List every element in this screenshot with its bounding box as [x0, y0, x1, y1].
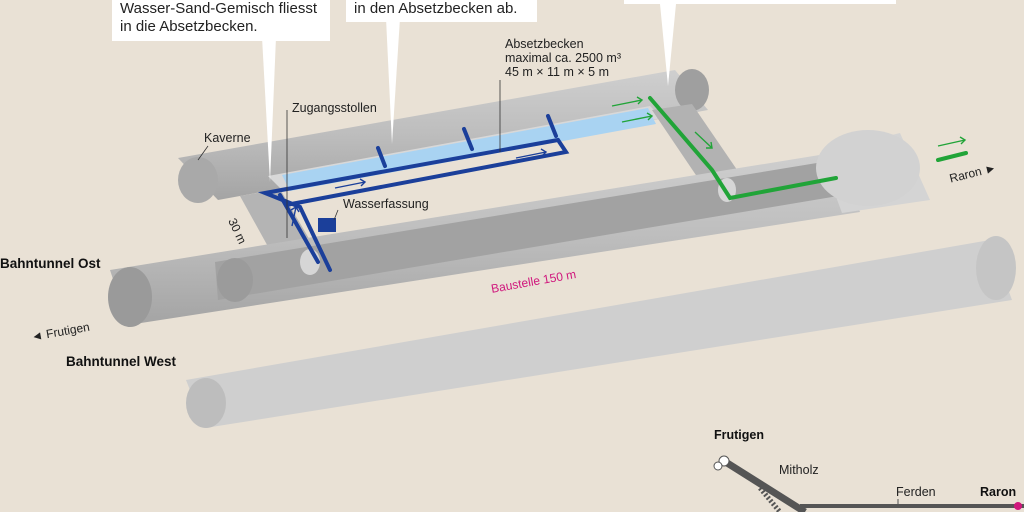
kaverne-label: Kaverne — [204, 131, 251, 145]
callout-absetzbecken-line1: in den Absetzbecken ab. — [354, 0, 518, 17]
wasserfassung-box — [318, 218, 336, 232]
bahntunnel-ost-tube — [108, 130, 930, 327]
absetzbecken-dimensions: 45 m × 11 m × 5 m — [505, 65, 609, 79]
callout-pointer-left — [262, 37, 276, 182]
wasser-sand-pipe — [257, 114, 570, 272]
bahntunnel-ost-label: Bahntunnel Ost — [0, 256, 101, 271]
bahntunnel-west-label: Bahntunnel West — [66, 354, 177, 369]
callout-absetzbecken: in den Absetzbecken ab. — [346, 0, 537, 22]
blue-flow-arrows — [290, 148, 548, 227]
map-raron-label: Raron — [980, 485, 1017, 499]
map-mitholz-label: Mitholz — [779, 463, 819, 477]
callout-wasser-sand-line2: in die Absetzbecken. — [120, 18, 258, 35]
wasserfassung-label: Wasserfassung — [343, 197, 429, 211]
absetzbecken-basin — [282, 108, 656, 191]
kaverne-tube — [178, 69, 709, 203]
callout-wasser-sand-line1: Wasser-Sand-Gemisch fliesst — [120, 0, 317, 17]
zugangsstollen-label: Zugangsstollen — [292, 101, 377, 115]
leader-lines — [197, 80, 501, 238]
absetzbecken-title: Absetzbecken — [505, 37, 584, 51]
callout-pointer-middle — [386, 18, 400, 144]
map-ferden-label: Ferden — [896, 485, 936, 499]
map-frutigen-label: Frutigen — [714, 428, 764, 442]
absetzbecken-capacity: maximal ca. 2500 m³ — [505, 51, 622, 65]
bahntunnel-west-tube — [186, 236, 1016, 428]
route-map — [713, 455, 1024, 512]
callout-clean-water — [624, 0, 896, 4]
clean-water-pipe — [648, 96, 968, 201]
green-flow-arrows — [611, 96, 967, 149]
callout-pointer-right — [660, 4, 676, 86]
callout-wasser-sand: Wasser-Sand-Gemisch fliesst in die Abset… — [112, 0, 330, 41]
